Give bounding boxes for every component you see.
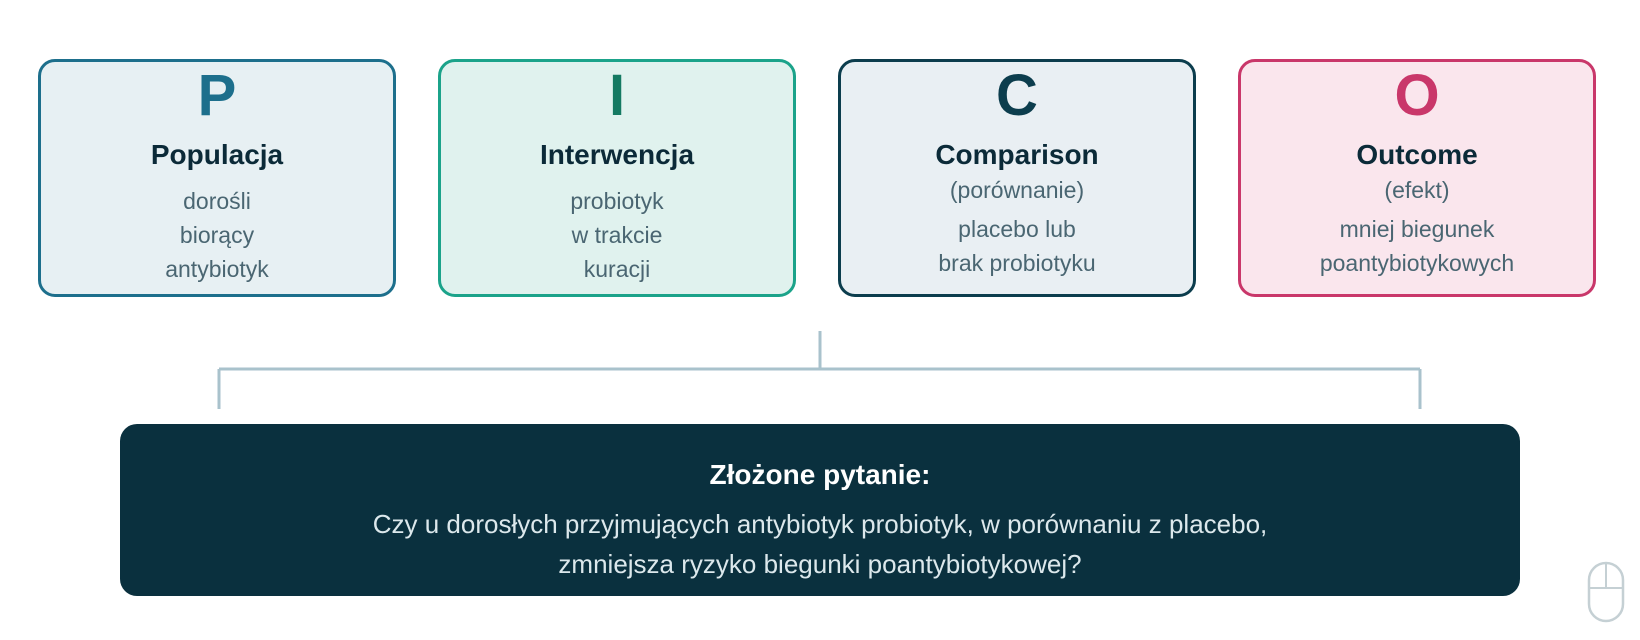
card-letter: I: [608, 63, 626, 128]
card-line: kuracji: [583, 256, 651, 282]
card-title: Comparison: [935, 139, 1099, 170]
card-letter: C: [996, 63, 1038, 128]
card-letter: O: [1394, 63, 1440, 128]
card-letter: P: [197, 63, 237, 128]
card-line: probiotyk: [570, 188, 664, 214]
pico-card-comparison: C Comparison (porównanie) placebo lub br…: [838, 59, 1196, 297]
card-line: mniej biegunek: [1339, 216, 1495, 242]
pico-card-outcome: O Outcome (efekt) mniej biegunek poantyb…: [1238, 59, 1596, 297]
card-line: antybiotyk: [165, 256, 269, 282]
mouse-icon: [1587, 561, 1625, 623]
card-subtitle: (porównanie): [949, 177, 1085, 203]
card-line: brak probiotyku: [938, 250, 1096, 276]
card-line: dorośli: [183, 188, 251, 214]
card-line: biorący: [179, 222, 255, 248]
card-line: placebo lub: [958, 216, 1076, 242]
card-subtitle: (efekt): [1384, 177, 1450, 203]
card-body: placebo lub brak probiotyku: [841, 212, 1193, 280]
composite-question-box: Złożone pytanie: Czy u dorosłych przyjmu…: [120, 424, 1520, 596]
pico-card-intervention: I Interwencja probiotyk w trakcie kuracj…: [438, 59, 796, 297]
card-line: w trakcie: [571, 222, 663, 248]
card-body: mniej biegunek poantybiotykowych: [1241, 212, 1593, 280]
card-body: probiotyk w trakcie kuracji: [441, 184, 793, 286]
question-line: Czy u dorosłych przyjmujących antybiotyk…: [372, 509, 1268, 539]
question-line: zmniejsza ryzyko biegunki poantybiotykow…: [558, 549, 1082, 579]
pico-card-population: P Populacja dorośli biorący antybiotyk: [38, 59, 396, 297]
card-title: Populacja: [150, 139, 284, 170]
card-line: poantybiotykowych: [1319, 250, 1515, 276]
question-text: Czy u dorosłych przyjmujących antybiotyk…: [120, 504, 1520, 584]
card-body: dorośli biorący antybiotyk: [41, 184, 393, 286]
card-title: Outcome: [1356, 139, 1478, 170]
card-title: Interwencja: [539, 139, 695, 170]
question-label: Złożone pytanie:: [709, 459, 931, 490]
